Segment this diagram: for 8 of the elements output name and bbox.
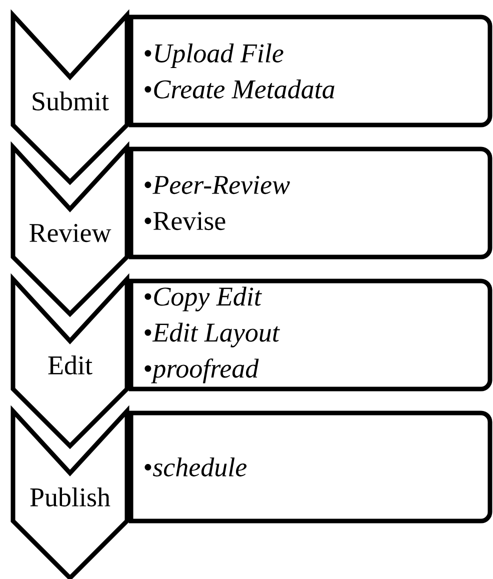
step-label-box: Submit <box>10 9 130 186</box>
step-box: •schedule <box>128 410 492 524</box>
step-label-box: Edit <box>10 273 130 450</box>
step-label-box: Review <box>10 141 130 318</box>
step-label-box: Publish <box>10 405 130 579</box>
step-box: •Copy Edit •Edit Layout •proofread <box>128 278 492 392</box>
step-box: •Peer-Review •Revise <box>128 146 492 260</box>
step-box: •Upload File •Create Metadata <box>128 14 492 128</box>
